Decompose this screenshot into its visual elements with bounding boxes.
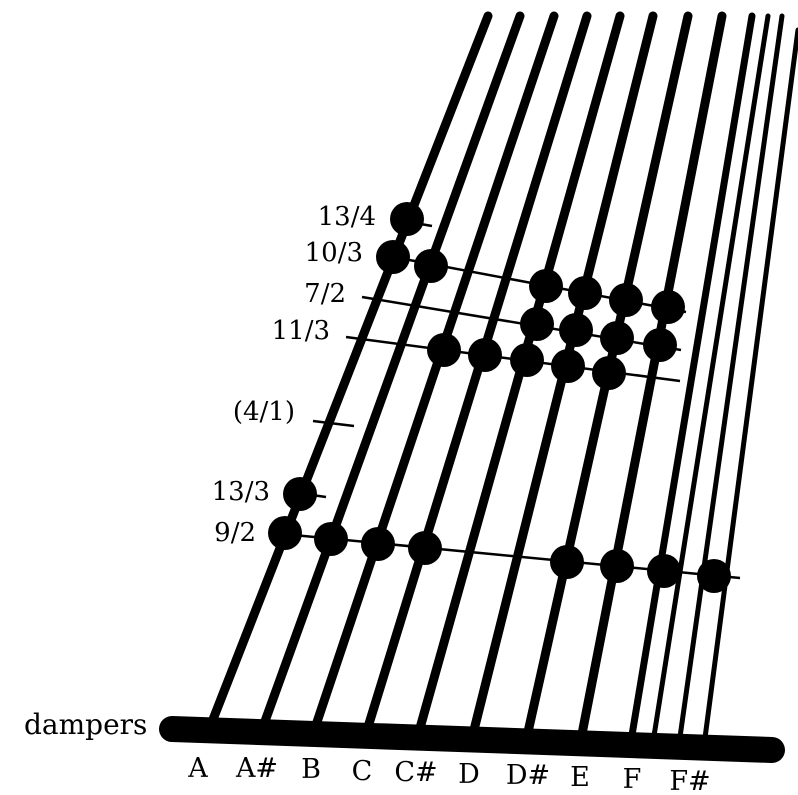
fret-dot: [427, 333, 461, 367]
note-label-d-sharp: D#: [506, 760, 550, 791]
fret-dot: [609, 283, 643, 317]
fret-dot: [468, 338, 502, 372]
strings: [207, 11, 798, 741]
fret-dot: [551, 349, 585, 383]
fret-dot: [643, 328, 677, 362]
fret-dot: [559, 313, 593, 347]
dampers-bar: [159, 716, 785, 763]
note-label-c: C: [352, 756, 373, 787]
fret-dot: [647, 554, 681, 588]
fret-dot: [550, 545, 584, 579]
dampers-label: dampers: [24, 708, 147, 741]
string-a: [207, 11, 493, 727]
string-f-sharp: [677, 13, 785, 740]
fret-dot: [651, 290, 685, 324]
fret-dot: [600, 321, 634, 355]
note-label-e: E: [570, 762, 590, 793]
string-c: [363, 11, 592, 732]
fret-dot: [314, 522, 348, 556]
ratio-label-13-4: 13/4: [318, 202, 376, 232]
fret-dot: [414, 249, 448, 283]
fret-dot: [697, 559, 731, 593]
string-b: [311, 11, 559, 730]
ratio-label-9-2: 9/2: [214, 518, 256, 548]
fret-dot: [268, 516, 302, 550]
fret-dot: [510, 343, 544, 377]
ratio-line-4-1: [312, 419, 355, 428]
ratio-label-11-3: 11/3: [272, 316, 330, 346]
string-a-sharp: [259, 11, 525, 729]
fret-dot: [283, 477, 317, 511]
ratio-label-13-3: 13/3: [212, 477, 270, 507]
fret-dot: [520, 307, 554, 341]
fret-dot: [361, 527, 395, 561]
fret-dot: [529, 269, 563, 303]
fret-dots: [268, 202, 731, 593]
string-e: [577, 11, 727, 739]
ratio-label-7-2: 7/2: [304, 279, 346, 309]
note-label-f-sharp: F#: [669, 766, 710, 795]
fret-dot: [600, 549, 634, 583]
fret-dot: [408, 531, 442, 565]
string-f-sharp-2: [702, 27, 798, 741]
ratio-label-10-3: 10/3: [305, 238, 363, 268]
fret-dot: [376, 240, 410, 274]
note-label-d: D: [458, 759, 480, 790]
fret-dot: [390, 202, 424, 236]
fret-dot: [568, 276, 602, 310]
ratio-label-4-1: (4/1): [233, 397, 295, 427]
note-label-a-sharp: A#: [235, 753, 278, 784]
note-label-c-sharp: C#: [394, 757, 437, 788]
string-f: [628, 12, 756, 739]
note-label-a: A: [187, 753, 208, 784]
note-label-b: B: [301, 754, 321, 785]
note-label-f: F: [623, 764, 642, 795]
fret-dot: [592, 356, 626, 390]
string-f-2: [651, 13, 771, 739]
